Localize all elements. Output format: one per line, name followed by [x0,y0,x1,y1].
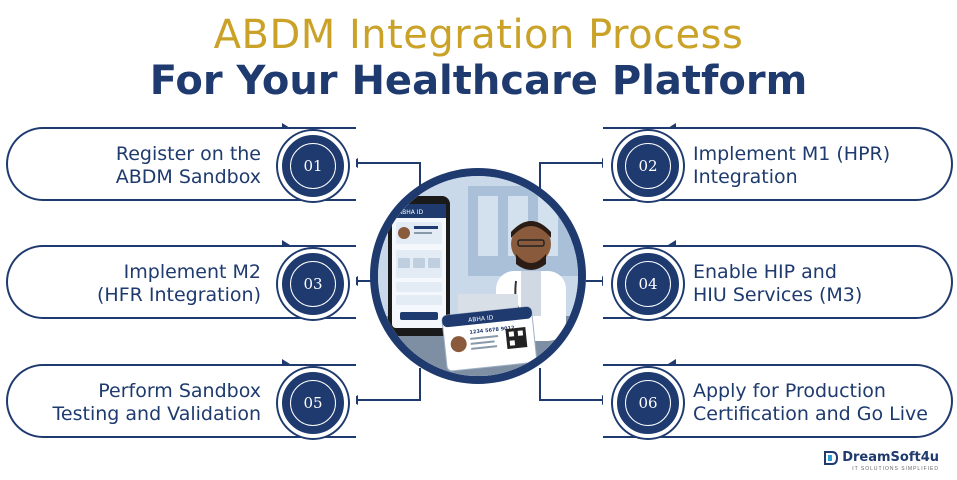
step-03-line-1: Implement M2 [123,261,261,283]
step-04-line-2: HIU Services (M3) [693,284,863,306]
step-02-line-1: Implement M1 (HPR) [693,143,891,165]
step-04-number: 04 [625,261,671,307]
logo-name: DreamSoft4u [842,450,939,465]
step-05-number-badge: 05 [278,368,348,438]
step-05-line-2: Testing and Validation [52,403,261,425]
dreamsoft-logo-icon [824,450,839,465]
brand-logo: DreamSoft4u [824,450,939,465]
connector-02 [539,162,604,196]
connector-06 [539,368,604,401]
step-01-line-1: Register on the [115,143,261,165]
phone-header-text: ABHA ID [398,209,424,216]
step-06-number-badge: 06 [613,368,683,438]
step-02-label: Implement M1 (HPR)Integration [693,129,953,203]
card-number-text: 1234 5678 9012 [469,325,515,336]
step-02-number: 02 [625,143,671,189]
title-line-1: ABDM Integration Process [213,12,744,58]
step-01-line-2: ABDM Sandbox [115,166,261,188]
step-06-line-1: Apply for Production [693,380,886,402]
step-06-number: 06 [625,380,671,426]
step-04-line-1: Enable HIP and [693,261,837,283]
doctor-with-phone-illustration: ABHA ID ABHA ID 1234 5678 9012 [378,176,578,376]
step-04-number-badge: 04 [613,249,683,319]
step-02-line-2: Integration [693,166,798,188]
step-05-line-1: Perform Sandbox [98,380,261,402]
connector-05 [356,368,421,401]
step-03-label: Implement M2(HFR Integration) [21,247,261,321]
step-03-line-2: (HFR Integration) [97,284,261,306]
logo-tagline: IT SOLUTIONS SIMPLIFIED [852,466,939,472]
center-illustration: ABHA ID ABHA ID 1234 5678 9012 [370,168,586,384]
title-line-2: For Your Healthcare Platform [149,58,808,104]
step-01-number-badge: 01 [278,131,348,201]
step-03-number: 03 [290,261,336,307]
step-01-number: 01 [290,143,336,189]
step-05-number: 05 [290,380,336,426]
step-03-number-badge: 03 [278,249,348,319]
step-02-number-badge: 02 [613,131,683,201]
illustration-image: ABHA ID ABHA ID 1234 5678 9012 [378,176,578,376]
step-06-line-2: Certification and Go Live [693,403,928,425]
card-header-text: ABHA ID [468,314,494,324]
